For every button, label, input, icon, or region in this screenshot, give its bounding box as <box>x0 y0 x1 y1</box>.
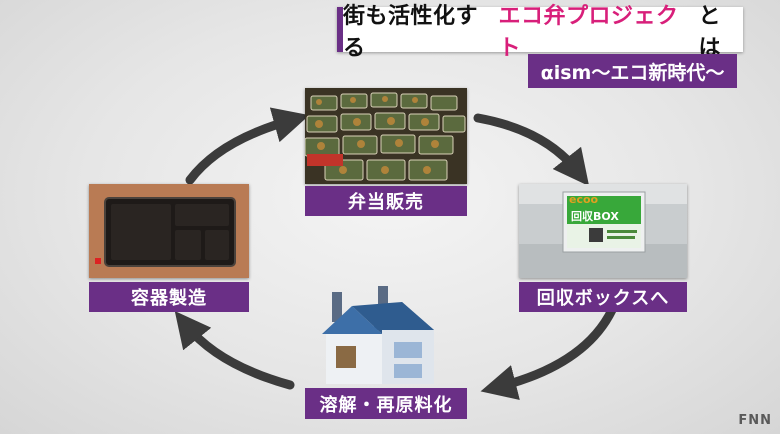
box-text: 回収BOX <box>571 210 619 223</box>
step-label-manufacturing: 容器製造 <box>89 282 249 312</box>
subheadline-banner: αism〜エコ新時代〜 <box>528 54 737 88</box>
arrow-left-to-top <box>185 107 310 185</box>
headline-highlight: エコ弁プロジェクト <box>498 3 679 61</box>
collection-box-photo: ecoo 回収BOX <box>519 184 687 278</box>
box-logo: ecoo <box>569 193 599 206</box>
fnn-logo: FNN <box>738 413 772 428</box>
arrow-right-to-bottom <box>480 305 617 401</box>
headline-part1: 街も活性化する <box>343 3 479 61</box>
headline-banner: 街も活性化するエコ弁プロジェクトとは <box>337 4 743 61</box>
arrow-bottom-to-left <box>174 310 295 390</box>
arrow-top-to-right <box>473 113 590 187</box>
step-label-collection: 回収ボックスへ <box>519 282 687 312</box>
bento-display-photo <box>305 88 467 184</box>
step-label-sales: 弁当販売 <box>305 186 467 216</box>
factory-icon <box>318 284 446 388</box>
step-label-recycling: 溶解・再原料化 <box>305 388 467 419</box>
bento-container-photo <box>89 184 249 278</box>
headline-part3: とは <box>698 3 722 61</box>
